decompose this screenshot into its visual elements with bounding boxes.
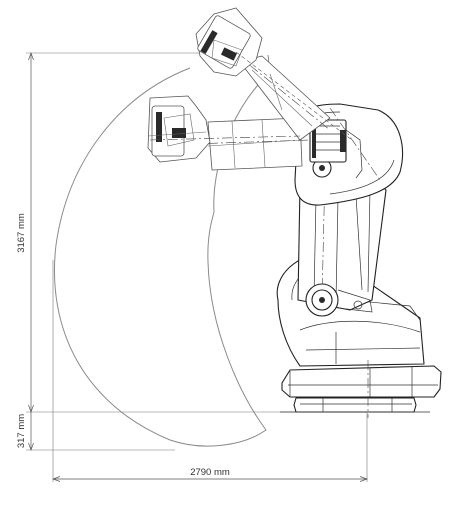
reach-dimension-label: 2790 mm <box>190 467 230 478</box>
base-dimension-arrow-bottom <box>28 442 34 452</box>
reach-dimension-arrow-left <box>51 476 61 482</box>
arm-position-raised <box>195 7 331 141</box>
upper-arm-housing <box>294 103 403 206</box>
wrist-center-line <box>149 135 301 141</box>
reach-dimension-arrow-right <box>359 476 369 482</box>
base-dimension-label: 317 mm <box>16 414 27 448</box>
shoulder-joint <box>305 283 373 317</box>
robot-base <box>281 365 442 413</box>
arm-position-horizontal <box>147 95 311 171</box>
forearm-link-line <box>235 51 353 141</box>
height-dimension-label: 3167 mm <box>16 213 27 253</box>
height-dimension-arrow-top <box>28 51 34 61</box>
